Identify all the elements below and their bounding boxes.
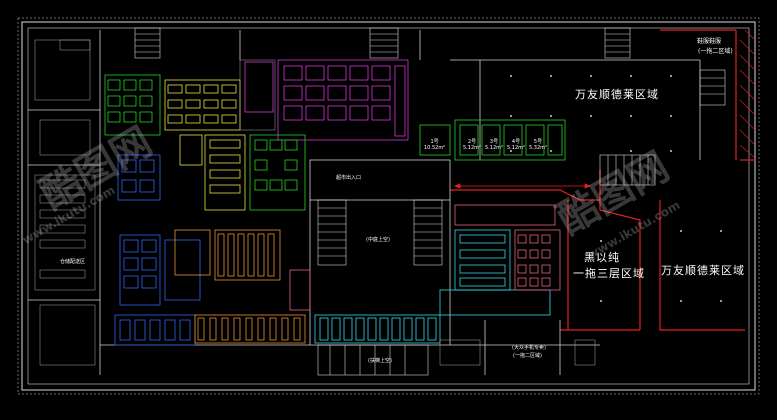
zone-label-bottom-block-line2: (一拖二区域): [513, 353, 542, 359]
room-area: 5.32m²: [529, 145, 548, 151]
room-area: 5.12m²: [485, 145, 504, 151]
room-number: 2号: [467, 139, 477, 145]
zone-label-bottom-stair: (扶梯上空): [368, 358, 392, 364]
column-grid: [510, 75, 722, 302]
room-label: 5号 5.32m²: [529, 138, 547, 151]
zone-label-entrance: 超市出入口: [336, 175, 362, 181]
room-label: 3号 5.12m²: [485, 138, 503, 151]
zone-label-topright-line1: 鞋服鞋服: [697, 38, 722, 45]
pink-fixtures: [289, 204, 561, 311]
stairs: [134, 27, 726, 376]
room-number: 3号: [489, 139, 499, 145]
zone-label-wanyou-upper: 万友顺德莱区域: [575, 88, 659, 101]
room-number: 5号: [533, 139, 543, 145]
zone-label-topright-line2: (一拖二区域): [698, 48, 733, 55]
room-area: 5.12m²: [463, 145, 482, 151]
room-label: 1号 10.52m²: [424, 138, 445, 151]
room-area: 5.12m²: [507, 145, 526, 151]
yellow-fixtures: [164, 79, 246, 211]
room-number: 4号: [511, 139, 521, 145]
zone-label-central-stair: (中庭上空): [366, 237, 390, 243]
red-dimension-line: [453, 183, 592, 189]
zone-label-bottom-block-line1: (大众手机专卖): [512, 345, 546, 351]
magenta-fixtures: [244, 59, 409, 141]
zone-label-wanyou-lower: 万友顺德莱区域: [661, 264, 745, 277]
room-number: 1号: [430, 139, 439, 145]
zone-label-heiyi-line2: 一拖三层区域: [573, 267, 645, 280]
room-label: 2号 5.12m²: [463, 138, 481, 151]
internal-walls: [28, 30, 701, 375]
room-area: 10.52m²: [424, 145, 446, 151]
hatched-zone: [660, 29, 756, 159]
outer-walls: [17, 17, 760, 395]
blue-fixtures: [114, 154, 201, 346]
zone-label-heiyi-line1: 黑以纯: [584, 251, 620, 264]
cyan-fixtures: [314, 229, 551, 344]
room-label: 4号 5.12m²: [507, 138, 525, 151]
zone-label-left-vertical: 仓储配送区: [60, 259, 86, 265]
orange-fixtures: [174, 229, 306, 344]
detail-blocks: [34, 39, 596, 366]
green-fixtures: [104, 74, 566, 211]
